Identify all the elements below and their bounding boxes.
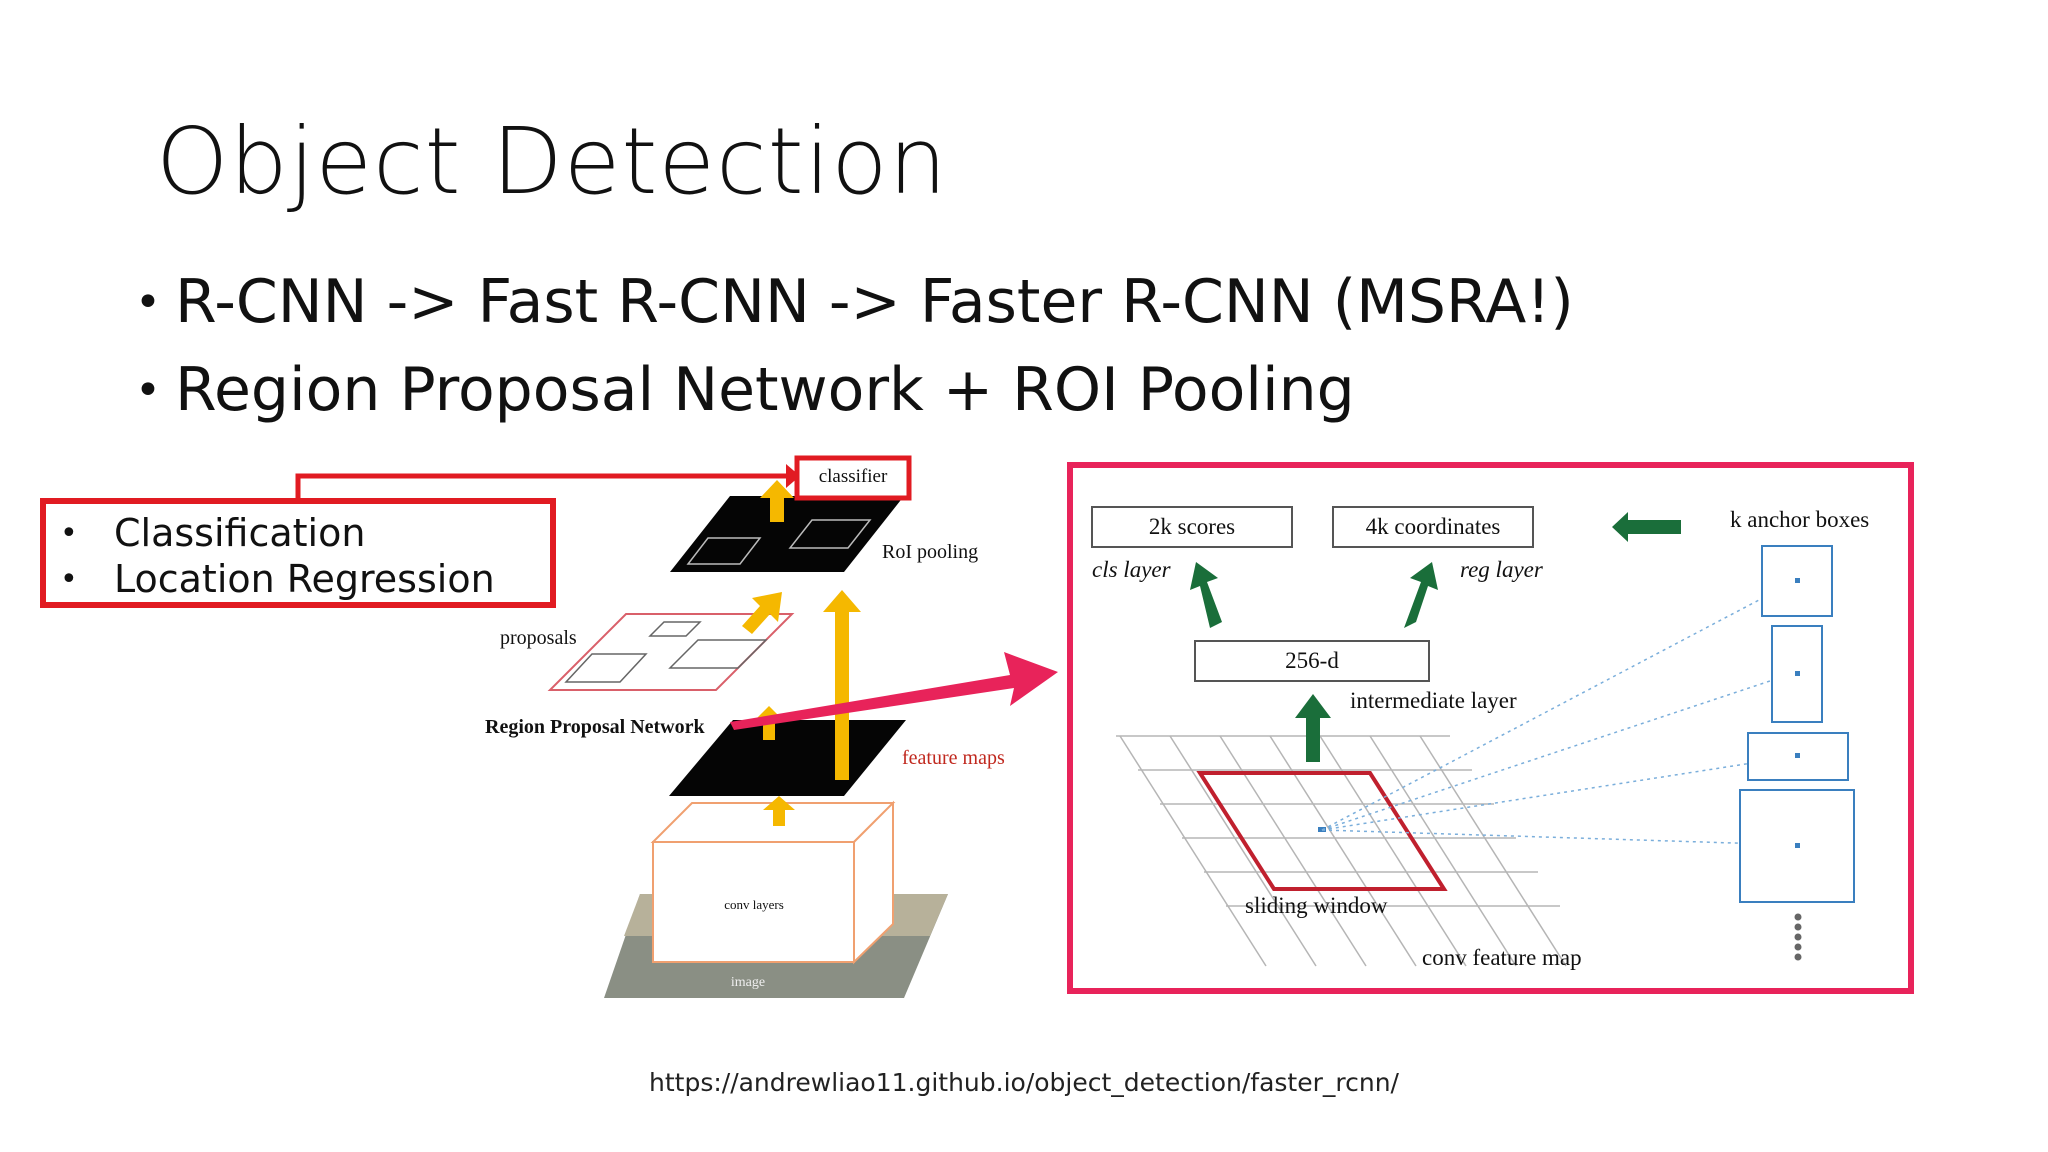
bullet-dot-icon: • bbox=[135, 276, 161, 328]
bullet-dot-icon: • bbox=[60, 561, 78, 597]
image-label: image bbox=[731, 975, 765, 990]
bullet-text: Region Proposal Network + ROI Pooling bbox=[175, 355, 1355, 425]
pink-arrow-icon bbox=[730, 652, 1058, 730]
classifier-label: classifier bbox=[819, 466, 888, 487]
proposals-plane bbox=[547, 613, 795, 691]
yellow-arrow-icon bbox=[823, 590, 861, 780]
bullet-list: • R-CNN -> Fast R-CNN -> Faster R-CNN (MS… bbox=[135, 258, 1574, 434]
cls-layer-label: cls layer bbox=[1092, 557, 1172, 582]
proposal-box bbox=[668, 639, 768, 669]
conv-feature-map-grid bbox=[1116, 735, 1567, 967]
callout-item: • Classification bbox=[46, 510, 550, 556]
callout-connector bbox=[295, 473, 790, 498]
bullet-text: R-CNN -> Fast R-CNN -> Faster R-CNN (MSR… bbox=[175, 267, 1574, 337]
yellow-arrow-icon bbox=[763, 796, 795, 826]
scores-box bbox=[1091, 506, 1293, 548]
anchor-connectors bbox=[1321, 579, 1798, 846]
intermediate-label: 256-d bbox=[1285, 648, 1339, 673]
proposals-label: proposals bbox=[500, 627, 577, 649]
output-callout-box: • Classification • Location Regression bbox=[40, 498, 556, 608]
conv-box-front bbox=[652, 841, 855, 963]
intermediate-box bbox=[1194, 640, 1430, 682]
green-arrow-icon bbox=[1404, 562, 1438, 628]
roi-pooling-label: RoI pooling bbox=[882, 541, 978, 563]
bullet-item: • Region Proposal Network + ROI Pooling bbox=[135, 346, 1574, 434]
coordinates-box bbox=[1332, 506, 1534, 548]
bullet-dot-icon: • bbox=[60, 515, 78, 551]
sliding-window-label: sliding window bbox=[1245, 893, 1388, 918]
slide-title: Object Detection bbox=[156, 108, 948, 215]
coordinates-label: 4k coordinates bbox=[1366, 514, 1501, 539]
green-arrow-icon bbox=[1190, 562, 1222, 628]
more-anchors-ellipsis-icon bbox=[1794, 913, 1802, 961]
bullet-dot-icon: • bbox=[135, 364, 161, 416]
anchor-boxes-label: k anchor boxes bbox=[1730, 507, 1869, 532]
callout-item: • Location Regression bbox=[46, 556, 550, 602]
bullet-item: • R-CNN -> Fast R-CNN -> Faster R-CNN (MS… bbox=[135, 258, 1574, 346]
roi-box bbox=[788, 519, 872, 549]
rpn-label: Region Proposal Network bbox=[485, 716, 705, 738]
conv-layers-label: conv layers bbox=[724, 897, 784, 912]
proposal-box bbox=[564, 653, 648, 683]
sliding-window-box bbox=[1196, 771, 1448, 891]
green-arrow-icon bbox=[1612, 512, 1681, 542]
classifier-box bbox=[794, 455, 912, 501]
yellow-arrow-icon bbox=[742, 592, 782, 634]
source-url: https://andrewliao11.github.io/object_de… bbox=[649, 1068, 1399, 1097]
conv-feature-map-label: conv feature map bbox=[1422, 945, 1582, 970]
reg-layer-label: reg layer bbox=[1460, 557, 1544, 582]
scores-label: 2k scores bbox=[1149, 514, 1235, 539]
roi-box bbox=[686, 537, 762, 565]
intermediate-layer-label: intermediate layer bbox=[1350, 688, 1517, 713]
green-arrow-icon bbox=[1295, 694, 1331, 762]
anchor-centers bbox=[1795, 578, 1800, 848]
callout-text: Classification bbox=[114, 511, 366, 555]
yellow-arrow-icon bbox=[760, 480, 794, 522]
callout-text: Location Regression bbox=[114, 557, 495, 601]
callout-arrowhead-icon bbox=[786, 464, 800, 488]
proposal-box bbox=[648, 621, 702, 637]
roi-pooling-plane bbox=[670, 496, 904, 572]
feature-maps-label: feature maps bbox=[902, 747, 1005, 769]
